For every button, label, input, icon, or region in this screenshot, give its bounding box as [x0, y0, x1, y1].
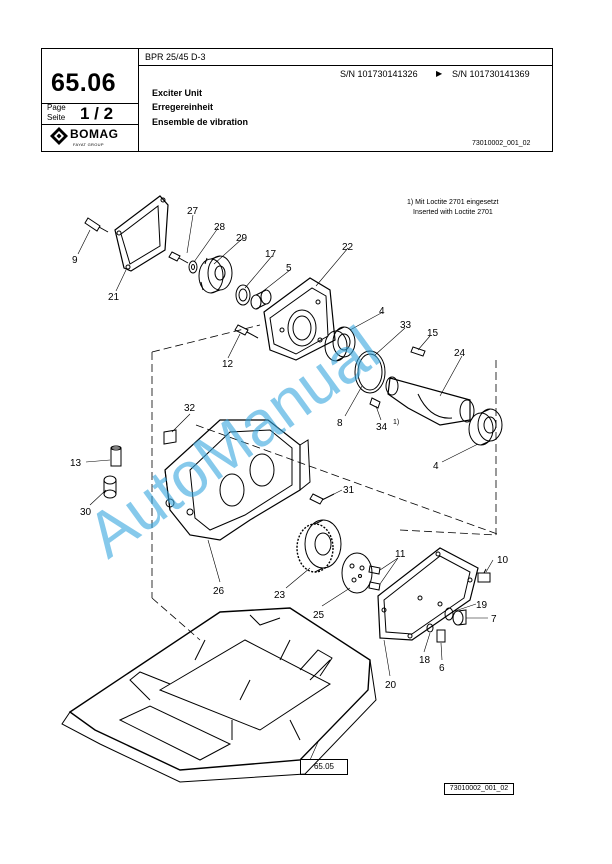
part-7-plug	[452, 609, 467, 626]
part-4-bearing-lower	[468, 408, 503, 446]
header-divider-left-1	[42, 103, 138, 104]
section-number: 65.06	[51, 69, 117, 97]
note-line-2: Inserted with Loctite 2701	[413, 209, 493, 216]
callout-11: 11	[395, 549, 406, 560]
part-24-eccentric-shaft	[385, 376, 475, 426]
page-label-en: Page	[47, 103, 66, 112]
callout-9: 9	[72, 255, 78, 266]
callout-21: 21	[108, 292, 120, 303]
part-21-cover	[114, 195, 169, 272]
part-34-plug	[369, 397, 381, 409]
reference-box: 65.05	[300, 759, 348, 775]
callout-32: 32	[184, 403, 196, 414]
part-23-gear	[296, 519, 342, 573]
drawing-id: 73010002_001_02	[472, 140, 531, 147]
header-divider-left-2	[42, 124, 138, 125]
part-32-bracket	[163, 429, 177, 445]
part-15-key	[410, 346, 426, 357]
assembly-dash-lines	[151, 324, 501, 641]
model-name: BPR 25/45 D-3	[145, 52, 206, 62]
header-divider-right	[138, 65, 552, 66]
callout-5: 5	[286, 263, 292, 274]
callout-29: 29	[236, 233, 248, 244]
serial-arrow-icon: ▶	[436, 69, 443, 78]
part-5-sleeve	[250, 289, 272, 310]
callout-19: 19	[476, 600, 488, 611]
logo-subtext: FAYAT GROUP	[73, 142, 104, 147]
part-26-exciter-housing	[163, 419, 311, 541]
bomag-logo: BOMAG FAYAT GROUP	[49, 126, 129, 148]
callout-18: 18	[419, 655, 431, 666]
part-25-disc	[341, 552, 373, 594]
callout-25: 25	[313, 610, 325, 621]
callout-12: 12	[222, 359, 234, 370]
part-9-bolt	[84, 217, 109, 233]
page-label-de: Seite	[47, 113, 66, 122]
logo-text: BOMAG	[70, 127, 119, 141]
callout-note-1: 1)	[393, 419, 399, 426]
callout-27: 27	[187, 206, 199, 217]
header-divider-vertical	[138, 49, 139, 151]
callout-6: 6	[439, 663, 445, 674]
callout-4-lower: 4	[433, 461, 439, 472]
serial-to: S/N 101730141369	[452, 69, 530, 79]
part-4-bearing-upper	[324, 326, 356, 362]
part-6-bolt	[436, 629, 446, 643]
callout-labels: 9 27 28 29 17 5 22 21 12 4 33 15 24 8 34…	[70, 206, 509, 691]
title-fr: Ensemble de vibration	[152, 117, 249, 127]
title-en: Exciter Unit	[152, 88, 203, 98]
page-number: 1 / 2	[80, 104, 114, 123]
part-18-washer	[426, 623, 434, 633]
part-29-pulley	[198, 255, 233, 294]
callout-24: 24	[454, 348, 466, 359]
callout-15: 15	[427, 328, 439, 339]
callout-7: 7	[491, 614, 497, 625]
part-13-bolt	[110, 445, 122, 467]
part-28-washer	[188, 260, 198, 274]
callout-13: 13	[70, 458, 82, 469]
note-line-1: 1) Mit Loctite 2701 eingesetzt	[407, 199, 499, 206]
footer-drawing-id: 73010002_001_02	[444, 783, 514, 795]
part-10-bolt	[477, 568, 491, 583]
callout-33: 33	[400, 320, 412, 331]
base-plate	[61, 607, 377, 783]
part-19-washer	[444, 607, 454, 621]
part-11-bolts	[368, 565, 381, 591]
header-block	[41, 48, 553, 152]
part-27-screw	[168, 251, 189, 264]
leader-lines	[77, 214, 494, 761]
part-8-circlip	[354, 350, 386, 394]
callout-34: 34	[376, 422, 388, 433]
part-20-cover	[377, 547, 479, 641]
callout-30: 30	[80, 507, 92, 518]
callout-8: 8	[337, 418, 343, 429]
watermark-text: AutoManual	[74, 312, 393, 571]
callout-26: 26	[213, 586, 225, 597]
callout-17: 17	[265, 249, 277, 260]
callout-22: 22	[342, 242, 354, 253]
callout-23: 23	[274, 590, 286, 601]
part-17-ring	[235, 284, 251, 306]
serial-from: S/N 101730141326	[340, 69, 418, 79]
part-12-bolt	[234, 324, 259, 339]
title-de: Erregereinheit	[152, 102, 214, 112]
callout-4-upper: 4	[379, 306, 385, 317]
bomag-logo-icon	[50, 127, 68, 145]
callout-20: 20	[385, 680, 397, 691]
callout-28: 28	[214, 222, 226, 233]
callout-10: 10	[497, 555, 509, 566]
callout-31: 31	[343, 485, 355, 496]
